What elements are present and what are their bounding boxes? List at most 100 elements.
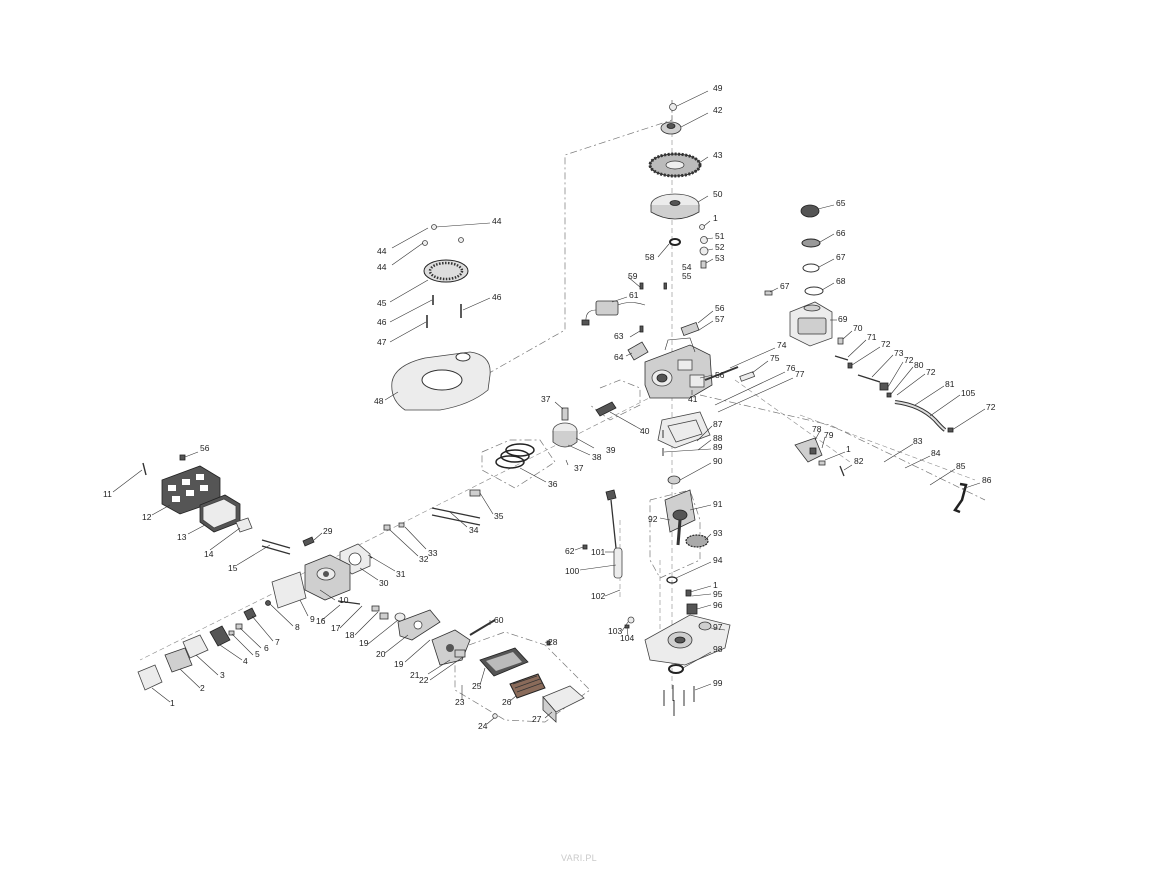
callout-72c: 72 bbox=[926, 367, 936, 377]
part-48-fan-cover bbox=[391, 351, 491, 411]
callout-44b: 44 bbox=[377, 246, 387, 256]
callout-89: 89 bbox=[713, 442, 723, 452]
callout-23: 23 bbox=[455, 697, 465, 707]
part-13-muffler bbox=[199, 494, 241, 533]
callout-78: 78 bbox=[812, 424, 822, 434]
part-36-piston-rings bbox=[495, 443, 535, 469]
callout-77: 77 bbox=[795, 369, 805, 379]
callout-56b: 56 bbox=[715, 370, 725, 380]
callout-5: 5 bbox=[255, 649, 260, 659]
callout-20: 20 bbox=[376, 649, 386, 659]
callout-84: 84 bbox=[931, 448, 941, 458]
part-10-cylinder-head bbox=[304, 554, 351, 601]
leader-lines bbox=[112, 90, 986, 725]
callout-92: 92 bbox=[648, 514, 658, 524]
callout-70: 70 bbox=[853, 323, 863, 333]
callout-105: 105 bbox=[961, 388, 975, 398]
callout-73: 73 bbox=[894, 348, 904, 358]
callout-64: 64 bbox=[614, 352, 624, 362]
callout-67b: 67 bbox=[780, 281, 790, 291]
callout-37b: 37 bbox=[574, 463, 584, 473]
callout-30: 30 bbox=[379, 578, 389, 588]
part-43-fan bbox=[648, 152, 702, 178]
callout-85: 85 bbox=[956, 461, 966, 471]
callout-45: 45 bbox=[377, 298, 387, 308]
callout-32: 32 bbox=[419, 554, 429, 564]
part-20-air-filter-base bbox=[397, 609, 441, 641]
part-40-gasket bbox=[657, 411, 711, 449]
callout-91: 91 bbox=[713, 499, 723, 509]
callout-83: 83 bbox=[913, 436, 923, 446]
callout-98: 98 bbox=[713, 644, 723, 654]
callout-55: 55 bbox=[682, 271, 692, 281]
part-27-filter-cover bbox=[542, 685, 585, 723]
callout-56c: 56 bbox=[200, 443, 210, 453]
callout-27: 27 bbox=[532, 714, 542, 724]
callout-63: 63 bbox=[614, 331, 624, 341]
callout-95: 95 bbox=[713, 589, 723, 599]
callout-72a: 72 bbox=[881, 339, 891, 349]
callout-100: 100 bbox=[565, 566, 579, 576]
callout-4: 4 bbox=[243, 656, 248, 666]
callout-86: 86 bbox=[982, 475, 992, 485]
callout-42: 42 bbox=[713, 105, 723, 115]
callout-6: 6 bbox=[264, 643, 269, 653]
part-99-bolts bbox=[663, 685, 695, 716]
callout-102: 102 bbox=[591, 591, 605, 601]
part-25-filter-housing bbox=[479, 647, 529, 677]
callout-44a: 44 bbox=[492, 216, 502, 226]
callout-44c: 44 bbox=[377, 262, 387, 272]
callout-36: 36 bbox=[548, 479, 558, 489]
callout-17: 17 bbox=[331, 623, 341, 633]
callout-33: 33 bbox=[428, 548, 438, 558]
callout-14: 14 bbox=[204, 549, 214, 559]
callout-51: 51 bbox=[715, 231, 725, 241]
callout-16: 16 bbox=[316, 616, 326, 626]
callout-90: 90 bbox=[713, 456, 723, 466]
callout-49: 49 bbox=[713, 83, 723, 93]
callout-28: 28 bbox=[548, 637, 558, 647]
part-78-throttle bbox=[794, 437, 823, 463]
callout-34: 34 bbox=[469, 525, 479, 535]
part-shapes bbox=[137, 103, 968, 723]
callout-80: 80 bbox=[914, 360, 924, 370]
callout-40: 40 bbox=[640, 426, 650, 436]
watermark-text: VARI.PL bbox=[561, 853, 597, 863]
part-50-flywheel bbox=[650, 193, 700, 220]
part-12-muffler-guard bbox=[161, 465, 221, 515]
callout-29: 29 bbox=[323, 526, 333, 536]
callout-25: 25 bbox=[472, 681, 482, 691]
callout-57: 57 bbox=[715, 314, 725, 324]
callout-35: 35 bbox=[494, 511, 504, 521]
callout-12: 12 bbox=[142, 512, 152, 522]
callout-15: 15 bbox=[228, 563, 238, 573]
part-97-crankcase-cover bbox=[644, 614, 731, 666]
callout-43: 43 bbox=[713, 150, 723, 160]
part-21-carburetor bbox=[431, 629, 471, 666]
callout-39: 39 bbox=[606, 445, 616, 455]
callout-75: 75 bbox=[770, 353, 780, 363]
callout-62: 62 bbox=[565, 546, 575, 556]
callout-38: 38 bbox=[592, 452, 602, 462]
callout-1: 1 bbox=[713, 213, 718, 223]
callout-2: 2 bbox=[200, 683, 205, 693]
part-49-nut bbox=[669, 103, 677, 111]
callout-37a: 37 bbox=[541, 394, 551, 404]
callout-71: 71 bbox=[867, 332, 877, 342]
part-26-filter-element bbox=[509, 673, 546, 699]
callout-46b: 46 bbox=[377, 317, 387, 327]
callout-46a: 46 bbox=[492, 292, 502, 302]
callout-59: 59 bbox=[628, 271, 638, 281]
callout-1d: 1 bbox=[170, 698, 175, 708]
callout-60: 60 bbox=[494, 615, 504, 625]
callout-94: 94 bbox=[713, 555, 723, 565]
callout-69: 69 bbox=[838, 314, 848, 324]
callout-103: 103 bbox=[608, 626, 622, 636]
callout-1c: 1 bbox=[713, 580, 718, 590]
callout-99: 99 bbox=[713, 678, 723, 688]
callout-47: 47 bbox=[377, 337, 387, 347]
callout-53: 53 bbox=[715, 253, 725, 263]
callout-22: 22 bbox=[419, 675, 429, 685]
callout-81: 81 bbox=[945, 379, 955, 389]
